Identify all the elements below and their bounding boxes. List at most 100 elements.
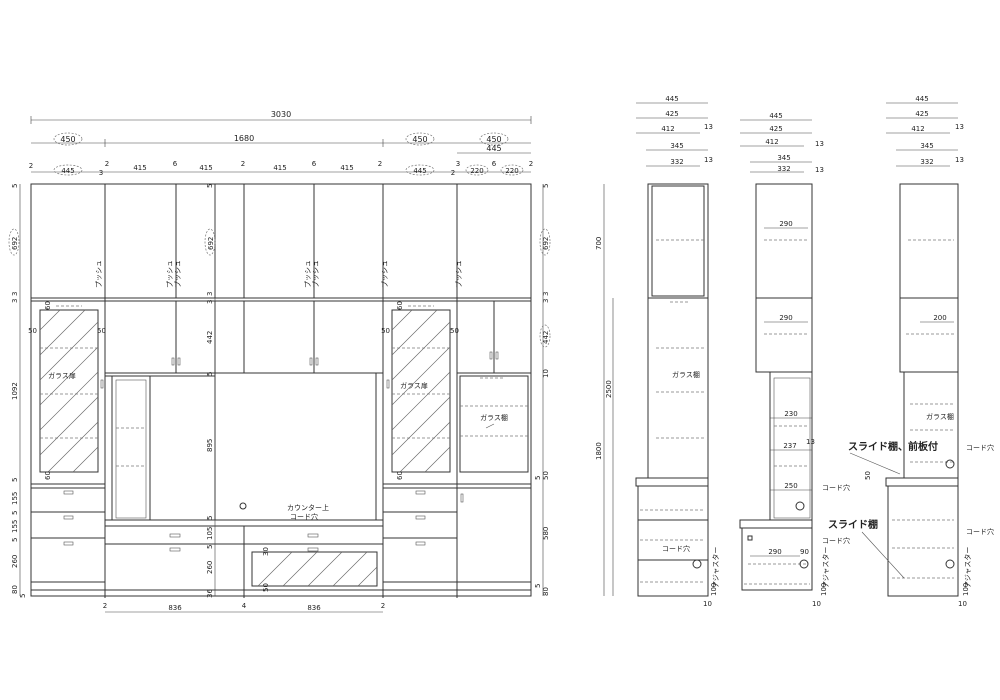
sc-50: 50 bbox=[864, 471, 872, 480]
mv-1: 692 bbox=[207, 237, 215, 250]
push-label-6: プッシュ bbox=[381, 260, 389, 288]
sb-290b: 290 bbox=[779, 314, 792, 322]
dim-60-r-bot: 60 bbox=[396, 471, 404, 480]
side-c-100: 100 bbox=[962, 583, 970, 596]
sa-425: 425 bbox=[665, 110, 678, 118]
rv-3: 3 bbox=[542, 299, 550, 303]
right-glass-door: ガラス扉 50 50 60 60 bbox=[381, 301, 459, 480]
dim-r3-15: 220 bbox=[470, 167, 483, 175]
lv-6: 155 bbox=[11, 492, 19, 505]
dim-r3-17: 220 bbox=[505, 167, 518, 175]
side-a-adjuster: アジャスター bbox=[711, 547, 720, 588]
upper-cabinets bbox=[31, 184, 531, 598]
mv-9: 5 bbox=[206, 545, 214, 549]
sb-13a: 13 bbox=[815, 140, 824, 148]
dim-r3-7: 2 bbox=[241, 160, 245, 168]
side-b-10: 10 bbox=[812, 600, 821, 608]
lv-8: 155 bbox=[11, 520, 19, 533]
lv-12: 5 bbox=[19, 594, 27, 598]
dim-r3-9: 6 bbox=[312, 160, 317, 168]
sc-200: 200 bbox=[933, 314, 946, 322]
rv-1: 692 bbox=[542, 237, 550, 250]
rv-0: 5 bbox=[542, 184, 550, 188]
side-b-cord-hole-1: コード穴 bbox=[822, 483, 850, 492]
rv-4: 442 bbox=[542, 331, 550, 344]
lv-11: 80 bbox=[11, 585, 19, 594]
sb-90: 90 bbox=[800, 548, 809, 556]
sb-250: 250 bbox=[784, 482, 797, 490]
dim-r3-10: 415 bbox=[340, 164, 353, 172]
counter-hole-label-2: コード穴 bbox=[290, 512, 318, 521]
dim-r3-13: 2 bbox=[451, 169, 455, 177]
sa-13a: 13 bbox=[704, 123, 713, 131]
sc-412: 412 bbox=[911, 125, 924, 133]
lv-3: 3 bbox=[11, 299, 19, 303]
sc-13a: 13 bbox=[955, 123, 964, 131]
mv-4: 442 bbox=[206, 331, 214, 344]
mv-3: 3 bbox=[206, 300, 214, 304]
sb-332: 332 bbox=[777, 165, 790, 173]
mv-2: 3 bbox=[206, 292, 214, 296]
glass-door-label-right: ガラス扉 bbox=[400, 381, 428, 390]
side-h-700: 700 bbox=[595, 237, 603, 250]
dim-r3-14: 3 bbox=[456, 160, 460, 168]
bd-4: 2 bbox=[381, 602, 385, 610]
dim-50-l1: 50 bbox=[28, 327, 37, 335]
sa-345: 345 bbox=[670, 142, 683, 150]
lv-1: 692 bbox=[11, 237, 19, 250]
lv-9: 5 bbox=[11, 538, 19, 542]
push-label-7: プッシュ bbox=[455, 260, 463, 288]
bd-2: 4 bbox=[242, 602, 247, 610]
rv-9: 5 bbox=[534, 584, 542, 588]
side-h-1800: 1800 bbox=[595, 442, 603, 460]
push-label-5: プッシュ bbox=[312, 260, 320, 288]
side-section-b: 445 425 412 13 345 332 13 290 290 230 23… bbox=[739, 112, 850, 608]
sb-290c: 290 bbox=[768, 548, 781, 556]
sa-13b: 13 bbox=[704, 156, 713, 164]
glass-shelf-label-front: ガラス棚 bbox=[480, 413, 508, 422]
dim-left-vertical: 5 692 3 3 1092 5 155 5 155 5 260 80 5 bbox=[8, 184, 27, 598]
dim-60-l-top: 60 bbox=[44, 301, 52, 310]
side-section-a: 445 425 412 13 345 332 13 700 2500 1800 … bbox=[595, 95, 720, 608]
dim-450-mid: 450 bbox=[412, 135, 427, 144]
rv-10: 80 bbox=[542, 587, 550, 596]
dim-50-l2: 50 bbox=[97, 327, 106, 335]
sb-237: 237 bbox=[783, 442, 796, 450]
sc-445: 445 bbox=[915, 95, 928, 103]
sc-332: 332 bbox=[920, 158, 933, 166]
slide-shelf-front-label: スライド棚、前板付 bbox=[848, 440, 938, 453]
glass-door-label-left: ガラス扉 bbox=[48, 371, 76, 380]
sa-412: 412 bbox=[661, 125, 674, 133]
side-h-2500: 2500 bbox=[605, 380, 613, 398]
dim-r3-3: 2 bbox=[105, 160, 109, 168]
dim-1680: 1680 bbox=[234, 134, 254, 143]
front-elevation: 3030 1680 450 450 450 445 2 445 3 2 415 … bbox=[8, 110, 551, 613]
sb-13c: 13 bbox=[806, 438, 815, 446]
dim-middle-vertical: 5 692 3 3 442 5 895 5 105 5 260 36 bbox=[204, 184, 216, 598]
dim-450-right: 450 bbox=[486, 135, 501, 144]
rv-8: 580 bbox=[542, 527, 550, 540]
dim-r3-0: 2 bbox=[29, 162, 33, 170]
mv-5: 5 bbox=[206, 372, 214, 376]
rv-2: 3 bbox=[542, 292, 550, 296]
dim-r3-18: 2 bbox=[529, 160, 533, 168]
sb-290a: 290 bbox=[779, 220, 792, 228]
mv-8: 105 bbox=[206, 527, 214, 540]
sc-425: 425 bbox=[915, 110, 928, 118]
push-label-1: プッシュ bbox=[95, 260, 103, 288]
dim-r3-12: 445 bbox=[413, 167, 426, 175]
push-labels: プッシュ プッシュ プッシュ プッシュ プッシュ プッシュ プッシュ bbox=[95, 260, 463, 288]
left-drawers bbox=[31, 483, 105, 583]
left-glass-door: ガラス扉 50 50 60 60 bbox=[28, 301, 106, 480]
right-drawers bbox=[383, 483, 531, 583]
dim-60-l-bot: 60 bbox=[44, 471, 52, 480]
dim-445-right: 445 bbox=[486, 144, 501, 153]
dim-50-r1: 50 bbox=[381, 327, 390, 335]
side-a-100: 100 bbox=[710, 583, 718, 596]
right-glass-shelf: ガラス棚 bbox=[459, 375, 529, 473]
dim-r3-5: 6 bbox=[173, 160, 178, 168]
dim-r3-16: 6 bbox=[492, 160, 497, 168]
sb-13b: 13 bbox=[815, 166, 824, 174]
push-label-3: プッシュ bbox=[174, 260, 182, 288]
